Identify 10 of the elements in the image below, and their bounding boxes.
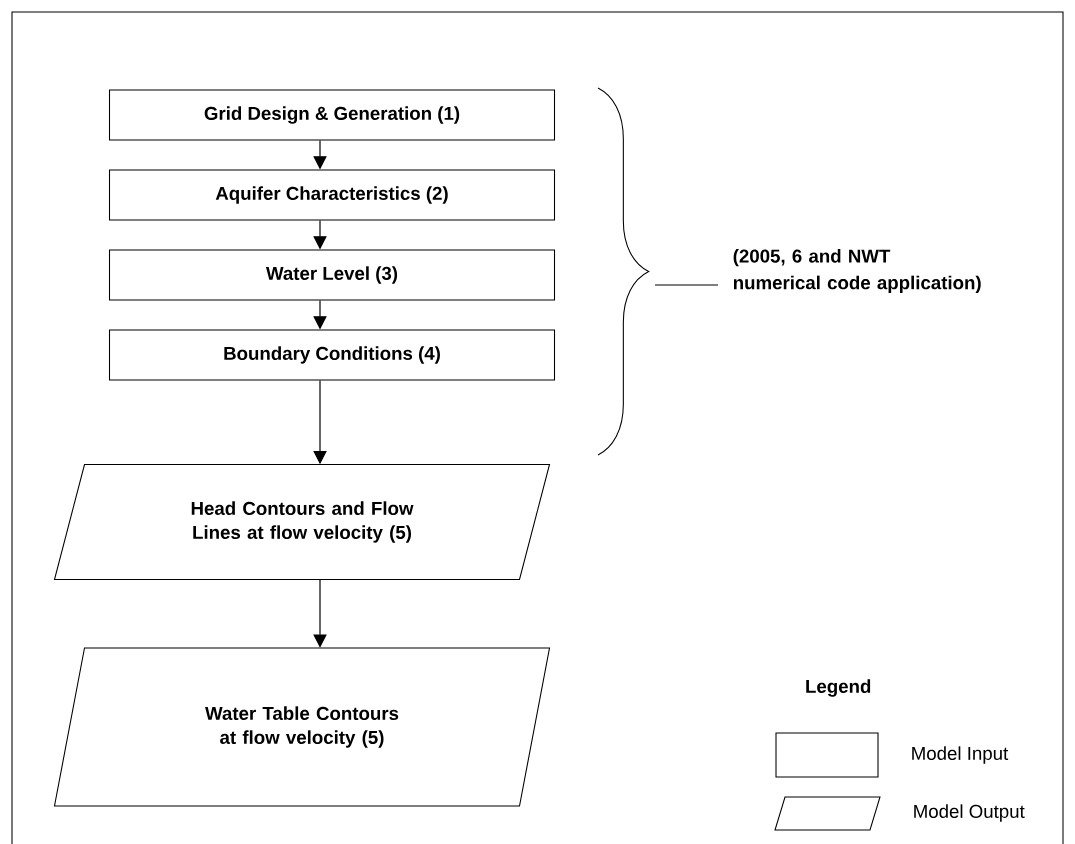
legend-text: Model Input	[912, 746, 1009, 764]
note-text: (2005, 6 and NWT numerical code application)	[733, 248, 981, 294]
process-box: Water Level (3)	[108, 249, 556, 301]
output-parallelogram: Head Contours and Flow Lines at flow velocity (5)	[53, 463, 551, 581]
process-box: Grid Design & Generation (1)	[108, 89, 556, 141]
legend-text: Model Output	[914, 804, 1025, 822]
output-parallelogram: Water Table Contours at flow velocity (5)	[53, 647, 551, 807]
process-box: Boundary Conditions (4)	[108, 329, 556, 381]
process-box: Aquifer Characteristics (2)	[108, 169, 556, 221]
note-text: Legend	[806, 679, 871, 697]
